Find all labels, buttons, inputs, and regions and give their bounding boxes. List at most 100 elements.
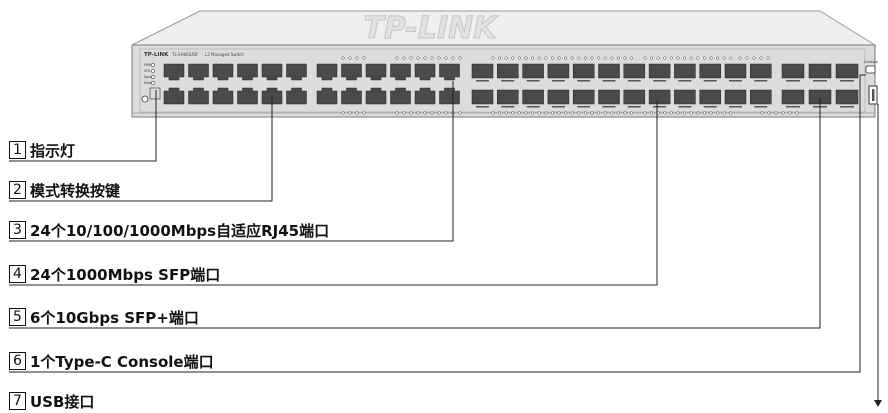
port-led bbox=[341, 56, 345, 60]
port-led bbox=[643, 111, 647, 115]
rj45-port[interactable] bbox=[163, 87, 185, 105]
rj45-port[interactable] bbox=[439, 63, 460, 81]
sfp-port[interactable] bbox=[598, 63, 620, 79]
sfp-port[interactable] bbox=[724, 89, 747, 105]
sfp-port[interactable] bbox=[522, 63, 544, 79]
sfpplus-port[interactable] bbox=[835, 89, 859, 105]
rj45-port[interactable] bbox=[341, 87, 362, 105]
sfp-port[interactable] bbox=[572, 89, 595, 105]
rj45-port[interactable] bbox=[316, 63, 338, 81]
sfpplus-port[interactable] bbox=[781, 63, 805, 79]
port-led bbox=[738, 56, 742, 60]
sfp-port-tab bbox=[526, 106, 540, 108]
rj45-port[interactable] bbox=[414, 87, 436, 105]
sfp-port[interactable] bbox=[522, 89, 544, 105]
sfpplus-port-group bbox=[781, 63, 859, 108]
sfp-port[interactable] bbox=[572, 63, 595, 79]
rj45-port[interactable] bbox=[316, 87, 338, 105]
sfp-port[interactable] bbox=[547, 63, 570, 79]
port-led bbox=[524, 56, 528, 60]
sfp-port-tab bbox=[476, 106, 489, 108]
mode-button[interactable] bbox=[141, 95, 149, 103]
sfp-port[interactable] bbox=[623, 63, 646, 79]
port-led bbox=[709, 56, 713, 60]
sfp-port[interactable] bbox=[648, 63, 671, 79]
rj45-port[interactable] bbox=[212, 87, 234, 105]
port-led-rows bbox=[341, 56, 799, 115]
led-speed bbox=[151, 75, 155, 79]
rj45-port[interactable] bbox=[237, 63, 258, 81]
rj45-port[interactable] bbox=[237, 87, 258, 105]
panel-model-desc: L2 Managed Switch bbox=[205, 52, 244, 57]
sfp-port-tab bbox=[703, 80, 717, 82]
sfp-port-tab bbox=[754, 80, 768, 82]
sfp-port[interactable] bbox=[598, 89, 620, 105]
rj45-port[interactable] bbox=[188, 63, 209, 81]
sfp-port[interactable] bbox=[750, 89, 772, 105]
port-led bbox=[795, 111, 799, 115]
led-label-speed: Speed bbox=[144, 75, 154, 79]
sfp-port[interactable] bbox=[674, 63, 696, 79]
sfp-port[interactable] bbox=[497, 89, 519, 105]
callout-number: 5 bbox=[9, 308, 26, 326]
port-led bbox=[430, 111, 434, 115]
panel-brand: TP-LINK bbox=[144, 52, 169, 58]
port-led bbox=[444, 56, 448, 60]
rj45-port[interactable] bbox=[188, 87, 209, 105]
port-led bbox=[590, 56, 594, 60]
sfp-port-tab bbox=[627, 80, 641, 82]
port-led bbox=[669, 56, 673, 60]
rj45-port[interactable] bbox=[390, 87, 411, 105]
port-led bbox=[696, 111, 700, 115]
port-led bbox=[423, 111, 427, 115]
led-sys bbox=[151, 69, 155, 73]
mode-button-frame bbox=[149, 87, 161, 100]
callout-number: 2 bbox=[9, 181, 26, 199]
rj45-port[interactable] bbox=[286, 63, 307, 81]
sfpplus-port[interactable] bbox=[835, 63, 859, 79]
sfp-port[interactable] bbox=[750, 63, 772, 79]
rj45-port[interactable] bbox=[365, 87, 387, 105]
port-led bbox=[759, 56, 763, 60]
rj45-port[interactable] bbox=[365, 63, 387, 81]
rj45-port[interactable] bbox=[163, 63, 185, 81]
sfp-port[interactable] bbox=[547, 89, 570, 105]
port-led bbox=[341, 111, 345, 115]
sfp-port[interactable] bbox=[674, 89, 696, 105]
sfpplus-port[interactable] bbox=[808, 63, 832, 79]
port-led bbox=[729, 111, 733, 115]
port-led bbox=[524, 111, 528, 115]
console-port[interactable] bbox=[865, 65, 876, 74]
port-led bbox=[774, 111, 778, 115]
port-led bbox=[716, 56, 720, 60]
sfp-port-tab bbox=[577, 80, 591, 82]
port-led bbox=[409, 111, 413, 115]
sfp-port[interactable] bbox=[471, 89, 494, 105]
port-led bbox=[491, 111, 495, 115]
sfp-port-group bbox=[471, 63, 772, 108]
rj45-port[interactable] bbox=[286, 87, 307, 105]
sfp-port[interactable] bbox=[471, 63, 494, 79]
port-led bbox=[663, 111, 667, 115]
sfpplus-port-tab bbox=[813, 80, 827, 82]
sfp-port[interactable] bbox=[623, 89, 646, 105]
rj45-port[interactable] bbox=[390, 63, 411, 81]
rj45-port[interactable] bbox=[414, 63, 436, 81]
sfp-port[interactable] bbox=[699, 89, 721, 105]
callout-number: 3 bbox=[9, 221, 26, 239]
rj45-port[interactable] bbox=[341, 63, 362, 81]
sfpplus-port[interactable] bbox=[781, 89, 805, 105]
rj45-port[interactable] bbox=[212, 63, 234, 81]
top-brand-logo: TP-LINK bbox=[363, 11, 499, 46]
callout-label: 6个10Gbps SFP+端口 bbox=[30, 308, 199, 327]
rj45-port[interactable] bbox=[261, 63, 283, 81]
callout-indicator-leds: 1 指示灯 bbox=[9, 140, 75, 160]
sfp-port[interactable] bbox=[648, 89, 671, 105]
sfp-port-tab bbox=[526, 80, 540, 82]
sfp-port[interactable] bbox=[699, 63, 721, 79]
port-led bbox=[570, 56, 574, 60]
rj45-port-group bbox=[163, 63, 460, 105]
sfp-port[interactable] bbox=[497, 63, 519, 79]
rj45-port[interactable] bbox=[439, 87, 460, 105]
sfp-port[interactable] bbox=[724, 63, 747, 79]
